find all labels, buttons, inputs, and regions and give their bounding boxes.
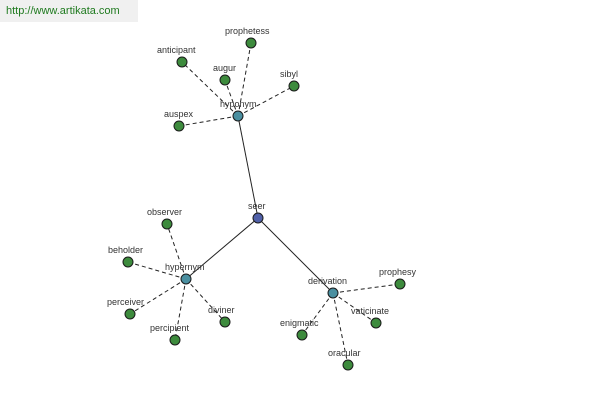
leaf-node-label: diviner [208, 305, 235, 315]
leaf-node-percipient[interactable]: percipient [150, 323, 190, 346]
edges-layer [127, 42, 401, 366]
edge-hypernym-observer [166, 223, 187, 280]
edge-hypernym-beholder [127, 261, 187, 280]
leaf-node-diviner[interactable]: diviner [208, 305, 235, 328]
category-node-hypernym[interactable]: hypernym [165, 262, 205, 285]
edge-hyponym-auspex [178, 115, 239, 127]
leaf-node-label: sibyl [280, 69, 298, 79]
category-node-circle[interactable] [327, 287, 339, 299]
leaf-node-label: anticipant [157, 45, 196, 55]
edge-derivation-vaticinate [332, 292, 377, 324]
edge-hyponym-anticipant [181, 61, 239, 117]
leaf-node-augur[interactable]: augur [213, 63, 236, 86]
leaf-node-circle[interactable] [394, 278, 406, 290]
leaf-node-label: augur [213, 63, 236, 73]
edge-hyponym-augur [224, 79, 239, 117]
leaf-node-circle[interactable] [161, 218, 173, 230]
edge-hypernym-diviner [185, 278, 226, 323]
leaf-node-enigmatic[interactable]: enigmatic [280, 318, 319, 341]
leaf-node-label: percipient [150, 323, 190, 333]
edge-derivation-enigmatic [301, 292, 334, 336]
leaf-node-sibyl[interactable]: sibyl [280, 69, 300, 92]
leaf-node-circle[interactable] [288, 80, 300, 92]
leaf-node-circle[interactable] [124, 308, 136, 320]
leaf-node-label: oracular [328, 348, 361, 358]
leaf-node-circle[interactable] [296, 329, 308, 341]
leaf-node-circle[interactable] [245, 37, 257, 49]
category-node-circle[interactable] [232, 110, 244, 122]
leaf-node-label: beholder [108, 245, 143, 255]
edge-seer-hypernym [185, 217, 259, 280]
root-node-seer[interactable]: seer [248, 201, 266, 224]
leaf-node-prophesy[interactable]: prophesy [379, 267, 417, 290]
leaf-node-auspex[interactable]: auspex [164, 109, 194, 132]
leaf-node-observer[interactable]: observer [147, 207, 182, 230]
edge-derivation-prophesy [332, 283, 401, 294]
leaf-node-circle[interactable] [173, 120, 185, 132]
root-node-circle[interactable] [252, 212, 264, 224]
leaf-node-label: observer [147, 207, 182, 217]
leaf-node-circle[interactable] [219, 74, 231, 86]
edge-hypernym-percipient [174, 278, 187, 341]
leaf-node-circle[interactable] [342, 359, 354, 371]
leaf-node-circle[interactable] [370, 317, 382, 329]
source-url-banner[interactable]: http://www.artikata.com [0, 0, 138, 22]
leaf-node-circle[interactable] [219, 316, 231, 328]
leaf-node-circle[interactable] [176, 56, 188, 68]
leaf-node-perceiver[interactable]: perceiver [107, 297, 144, 320]
leaf-node-label: enigmatic [280, 318, 319, 328]
category-node-hyponym[interactable]: hyponym [220, 99, 257, 122]
leaf-node-label: prophesy [379, 267, 417, 277]
leaf-node-label: perceiver [107, 297, 144, 307]
edge-derivation-oracular [332, 292, 349, 366]
leaf-node-prophetess[interactable]: prophetess [225, 26, 270, 49]
edge-seer-hyponym [237, 115, 259, 219]
category-node-derivation[interactable]: derivation [308, 276, 347, 299]
edge-hyponym-sibyl [237, 85, 295, 117]
leaf-node-circle[interactable] [169, 334, 181, 346]
category-node-label: derivation [308, 276, 347, 286]
leaf-node-label: prophetess [225, 26, 270, 36]
category-node-circle[interactable] [180, 273, 192, 285]
leaf-node-beholder[interactable]: beholder [108, 245, 143, 268]
leaf-node-label: vaticinate [351, 306, 389, 316]
edge-seer-derivation [257, 217, 334, 294]
nodes-layer: prophetess anticipant augur sibyl auspex obse… [107, 26, 417, 371]
edge-hyponym-prophetess [237, 42, 252, 117]
leaf-node-vaticinate[interactable]: vaticinate [351, 306, 389, 329]
root-node-label: seer [248, 201, 266, 211]
leaf-node-label: auspex [164, 109, 194, 119]
leaf-node-oracular[interactable]: oracular [328, 348, 361, 371]
category-node-label: hyponym [220, 99, 257, 109]
leaf-node-circle[interactable] [122, 256, 134, 268]
leaf-node-anticipant[interactable]: anticipant [157, 45, 196, 68]
category-node-label: hypernym [165, 262, 205, 272]
